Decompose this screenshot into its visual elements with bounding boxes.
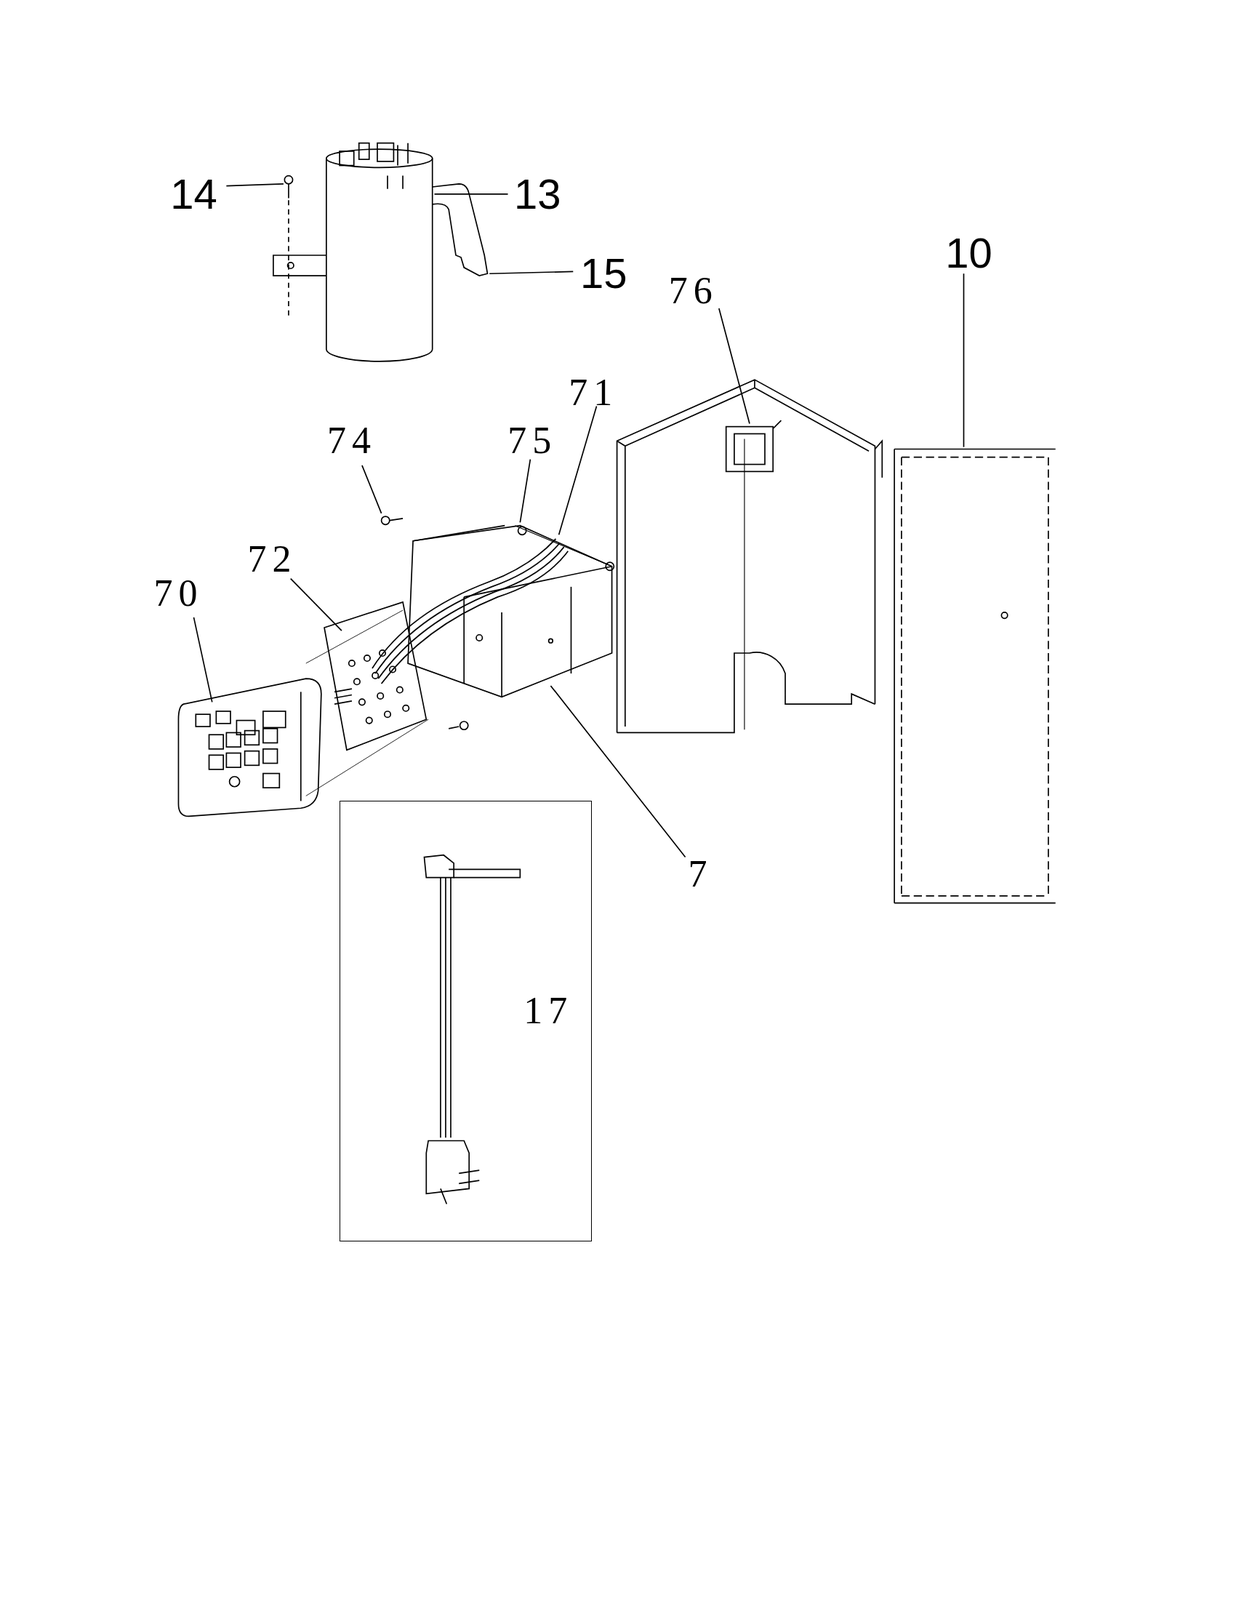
callout-number: 72 — [247, 540, 298, 579]
inset-frame: 17 — [339, 800, 592, 1242]
callout-number: 70 — [153, 574, 203, 613]
callout-number: 75 — [507, 421, 557, 460]
callout-number: 71 — [568, 373, 618, 412]
callout-number: 10 — [945, 231, 993, 275]
callout-number: 13 — [514, 173, 562, 216]
circuit-board — [290, 465, 469, 796]
callout-number: 14 — [170, 173, 218, 216]
callout-number: 17 — [523, 991, 573, 1030]
side-panel — [874, 273, 1055, 903]
power-cord — [423, 855, 520, 1205]
control-panel — [178, 617, 321, 817]
control-box — [372, 406, 686, 858]
cabinet-panel — [617, 308, 876, 733]
callout-number: 76 — [668, 271, 719, 310]
callout-number: 74 — [327, 421, 377, 460]
capacitor — [226, 143, 573, 362]
callout-number: 7 — [688, 855, 714, 893]
callout-number: 15 — [580, 252, 628, 295]
